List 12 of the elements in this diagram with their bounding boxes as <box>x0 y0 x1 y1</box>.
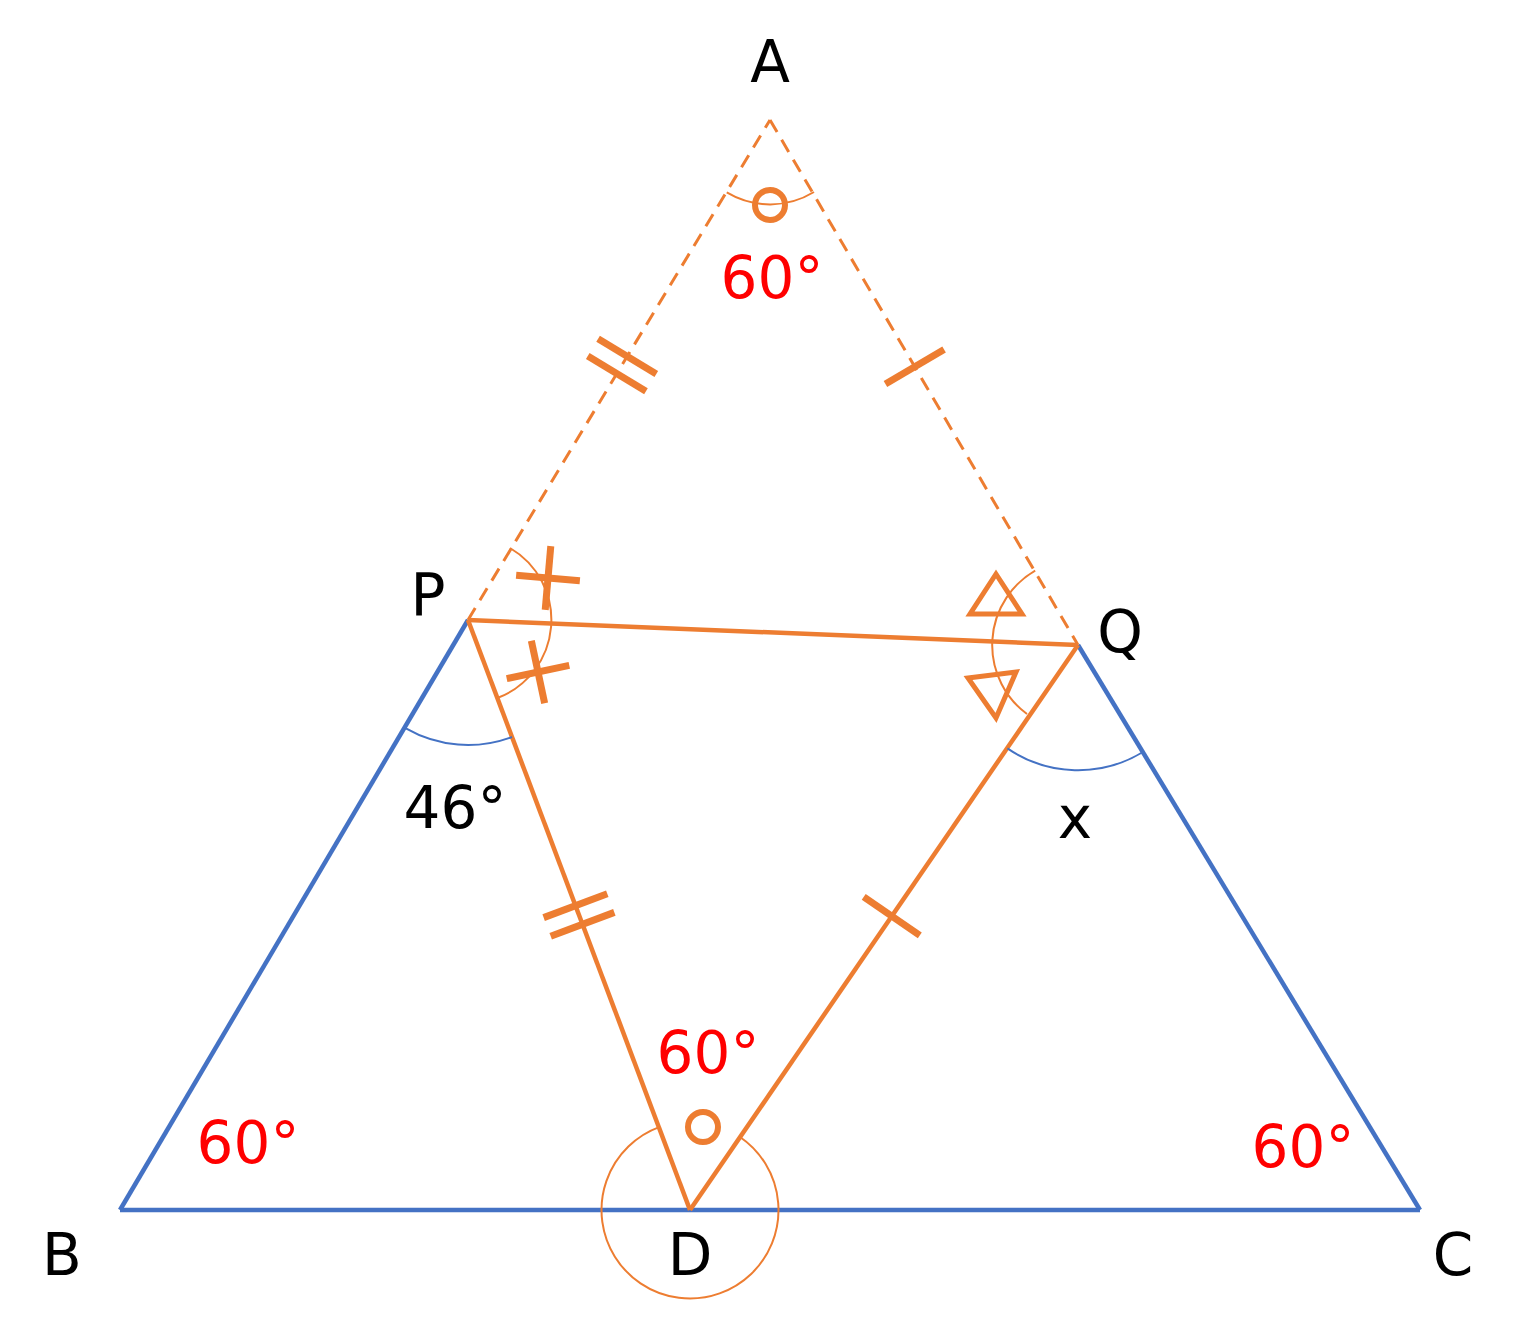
angle-label: x <box>1057 789 1093 847</box>
vertex-label: D <box>667 1226 713 1284</box>
vertex-label: B <box>42 1226 82 1284</box>
vertex-label: A <box>750 33 790 91</box>
vertex-label: C <box>1432 1226 1474 1284</box>
angle-label: 60° <box>720 249 824 307</box>
vertex-label: P <box>410 566 446 624</box>
vertex-label: Q <box>1097 603 1143 661</box>
angle-label: 60° <box>1251 1118 1355 1176</box>
angle-label: 46° <box>403 779 507 837</box>
angle-label: 60° <box>656 1024 760 1082</box>
angle-label: 60° <box>196 1114 300 1172</box>
